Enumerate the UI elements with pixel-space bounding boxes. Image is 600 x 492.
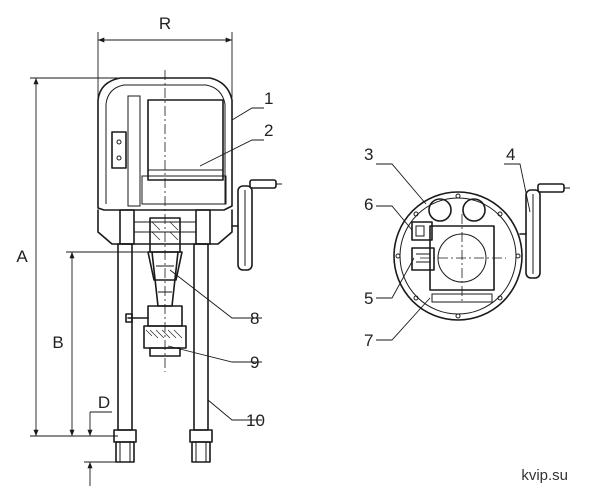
bolt-holes xyxy=(395,193,521,319)
side-view xyxy=(97,70,282,463)
callout-1: 1 xyxy=(264,89,273,108)
callout-10: 10 xyxy=(246,411,265,430)
motor xyxy=(147,99,224,181)
dim-label-r: R xyxy=(159,14,171,33)
handwheel-side xyxy=(237,185,253,271)
callout-9: 9 xyxy=(250,353,259,372)
dim-label-d: D xyxy=(98,393,110,412)
dim-label-b: B xyxy=(52,333,63,352)
callout-8: 8 xyxy=(250,309,259,328)
callout-4: 4 xyxy=(506,145,515,164)
callout-5: 5 xyxy=(364,289,373,308)
column-left xyxy=(117,243,133,431)
callout-2: 2 xyxy=(264,121,273,140)
housing-circle xyxy=(393,191,523,321)
limit-switch-block xyxy=(411,221,433,241)
callout-7: 7 xyxy=(364,331,373,350)
callout-labels: 1 2 3 4 5 6 7 8 9 10 xyxy=(246,89,515,430)
cover xyxy=(97,77,233,211)
dim-label-a: A xyxy=(16,247,28,266)
callout-6: 6 xyxy=(364,195,373,214)
dimension-lines xyxy=(30,32,233,486)
column-right xyxy=(193,243,209,431)
base-flange xyxy=(97,209,233,245)
callout-3: 3 xyxy=(364,145,373,164)
dimension-labels: R A B D xyxy=(16,14,171,412)
watermark: kvip.su xyxy=(521,467,568,484)
leader-lines xyxy=(167,107,531,421)
plan-view xyxy=(393,183,570,321)
